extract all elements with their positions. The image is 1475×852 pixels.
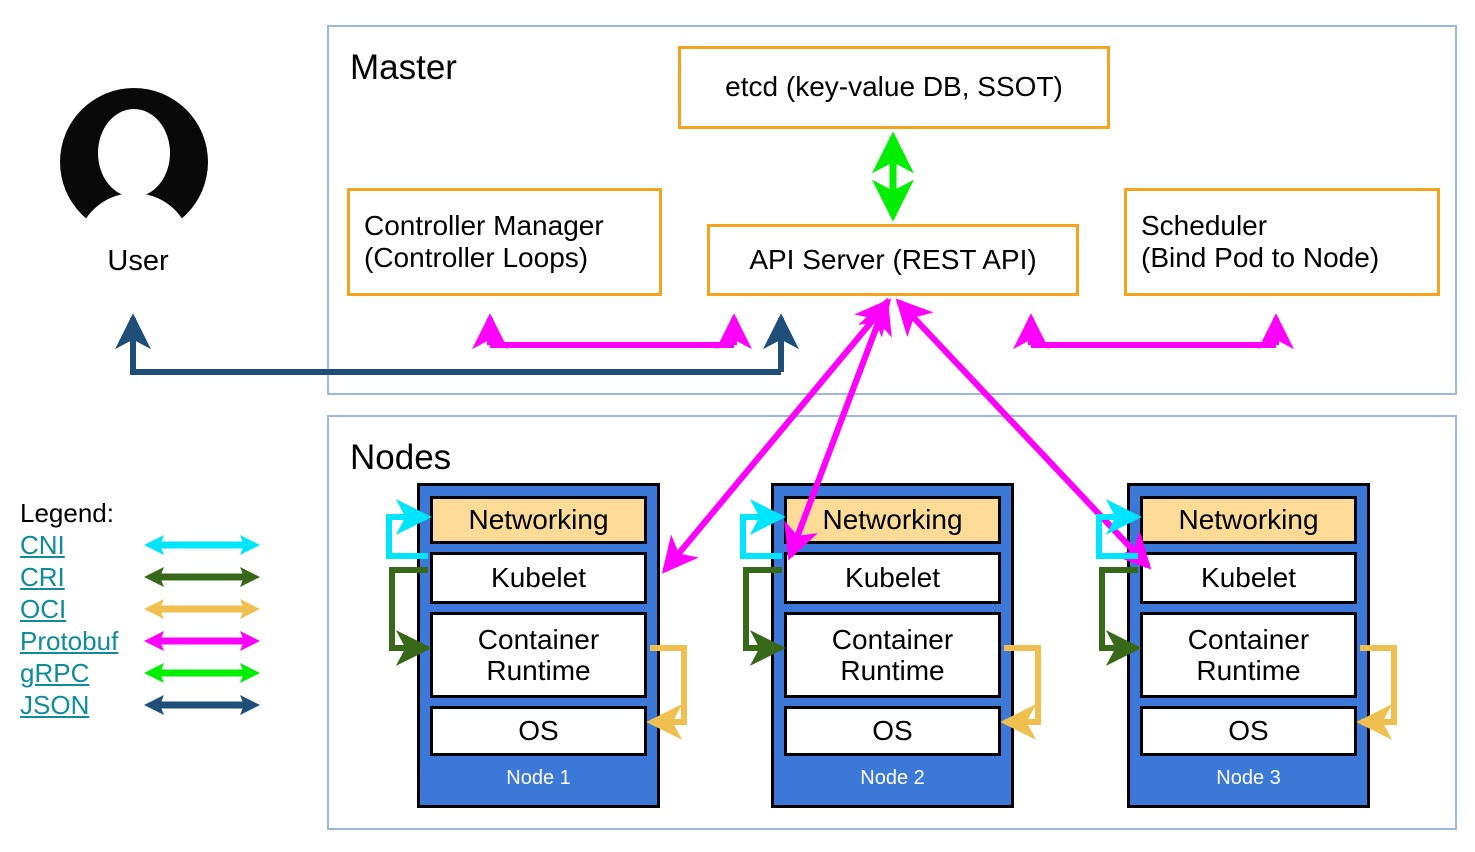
legend-label-cni[interactable]: CNI: [20, 530, 65, 560]
legend-item-oci[interactable]: OCI: [20, 593, 290, 625]
etcd-label: etcd (key-value DB, SSOT): [725, 71, 1063, 103]
scheduler-label: Scheduler (Bind Pod to Node): [1141, 209, 1380, 273]
node-3-name: Node 3: [1216, 767, 1281, 789]
nodes-group-title: Nodes: [350, 438, 452, 477]
legend-label-cri[interactable]: CRI: [20, 562, 65, 592]
legend-title: Legend:: [20, 498, 114, 528]
legend-item-json[interactable]: JSON: [20, 689, 290, 721]
node-3-networking-layer: Networking: [1140, 496, 1357, 544]
node-2-runtime-layer: Container Runtime: [784, 612, 1001, 698]
legend-arrow-cni: [142, 532, 262, 558]
node-3-runtime-layer: Container Runtime: [1140, 612, 1357, 698]
api-server-box[interactable]: API Server (REST API): [707, 224, 1079, 296]
legend-item-grpc[interactable]: gRPC: [20, 657, 290, 689]
legend-arrow-protobuf: [142, 628, 262, 654]
legend: Legend: CNI CRI OCI: [20, 500, 290, 721]
legend-item-cri[interactable]: CRI: [20, 561, 290, 593]
node-card-2[interactable]: Networking Kubelet Container Runtime OS …: [771, 483, 1014, 808]
legend-item-cni[interactable]: CNI: [20, 529, 290, 561]
legend-arrow-grpc: [142, 660, 262, 686]
scheduler-box[interactable]: Scheduler (Bind Pod to Node): [1124, 188, 1440, 296]
node-1-runtime-layer: Container Runtime: [430, 612, 647, 698]
node-card-3[interactable]: Networking Kubelet Container Runtime OS …: [1127, 483, 1370, 808]
etcd-box[interactable]: etcd (key-value DB, SSOT): [678, 46, 1110, 129]
node-3-os-layer: OS: [1140, 706, 1357, 756]
legend-label-oci[interactable]: OCI: [20, 594, 67, 624]
node-card-1[interactable]: Networking Kubelet Container Runtime OS …: [417, 483, 660, 808]
legend-label-json[interactable]: JSON: [20, 690, 90, 720]
user-label: User: [107, 245, 169, 277]
controller-manager-box[interactable]: Controller Manager (Controller Loops): [347, 188, 662, 296]
legend-arrow-cri: [142, 564, 262, 590]
node-1-kubelet-layer: Kubelet: [430, 552, 647, 604]
master-group-container: [327, 25, 1457, 395]
user-avatar-icon: [60, 88, 208, 246]
node-2-kubelet-layer: Kubelet: [784, 552, 1001, 604]
node-2-networking-layer: Networking: [784, 496, 1001, 544]
legend-label-protobuf[interactable]: Protobuf: [20, 626, 119, 656]
legend-arrow-oci: [142, 596, 262, 622]
node-3-kubelet-layer: Kubelet: [1140, 552, 1357, 604]
nodes-group-container: [327, 415, 1457, 830]
api-server-label: API Server (REST API): [749, 243, 1037, 275]
node-2-os-layer: OS: [784, 706, 1001, 756]
node-1-os-layer: OS: [430, 706, 647, 756]
legend-item-protobuf[interactable]: Protobuf: [20, 625, 290, 657]
controller-manager-label: Controller Manager (Controller Loops): [364, 209, 604, 273]
user-avatar: [58, 68, 218, 288]
node-1-networking-layer: Networking: [430, 496, 647, 544]
legend-arrow-json: [142, 692, 262, 718]
node-1-name: Node 1: [506, 767, 571, 789]
master-group-title: Master: [350, 48, 457, 87]
node-2-name: Node 2: [860, 767, 925, 789]
legend-label-grpc[interactable]: gRPC: [20, 658, 90, 688]
